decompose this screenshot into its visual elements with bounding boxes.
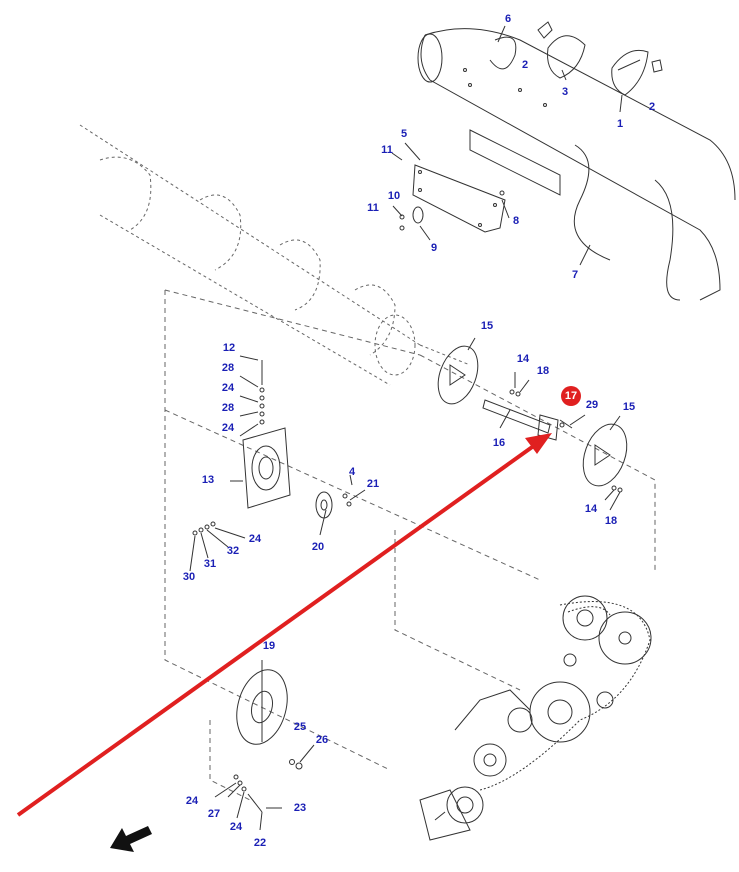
- part-label-22: 22: [253, 837, 267, 849]
- part-label-3: 3: [561, 86, 569, 98]
- upper-auger-tube: [417, 28, 736, 301]
- part-label-2a: 2: [521, 59, 529, 71]
- part-label-30: 30: [182, 571, 196, 583]
- part-label-4: 4: [348, 466, 356, 478]
- part-label-11a: 11: [381, 144, 393, 156]
- drum-19: [236, 669, 288, 745]
- part-label-19: 19: [262, 640, 276, 652]
- bracket-2b: [651, 59, 663, 73]
- part-label-13: 13: [201, 474, 215, 486]
- part-label-15a: 15: [480, 320, 494, 332]
- drum-15-right: [582, 423, 628, 487]
- part-label-10: 10: [387, 190, 401, 202]
- part-label-6: 6: [504, 13, 512, 25]
- pointer-arrow: [16, 433, 552, 817]
- part-label-1: 1: [616, 118, 624, 130]
- part-label-18b: 18: [604, 515, 618, 527]
- part-label-11b: 11: [367, 202, 379, 214]
- part-label-27: 27: [207, 808, 221, 820]
- part-label-18a: 18: [536, 365, 550, 377]
- part-label-29: 29: [585, 399, 599, 411]
- part-label-20: 20: [311, 541, 325, 553]
- part-label-12: 12: [222, 342, 236, 354]
- small-parts-lower: [192, 190, 623, 813]
- part-label-5: 5: [400, 128, 408, 140]
- drive-assembly: [419, 595, 652, 841]
- assembly-outline: [164, 289, 656, 801]
- part-label-24c: 24: [248, 533, 262, 545]
- main-auger: [79, 124, 471, 386]
- hub-20: [315, 491, 333, 519]
- shield-3: [547, 35, 586, 79]
- bolt-stack: [259, 360, 265, 425]
- part-label-31: 31: [203, 558, 217, 570]
- part-label-24b: 24: [221, 422, 235, 434]
- part-label-24e: 24: [229, 821, 243, 833]
- orientation-arrow: [110, 826, 152, 852]
- part-label-7: 7: [571, 269, 579, 281]
- part-label-14b: 14: [584, 503, 598, 515]
- part-label-16: 16: [492, 437, 506, 449]
- leader-lines: [189, 25, 623, 831]
- highlighted-part-badge[interactable]: 17: [561, 386, 581, 406]
- drum-15-left: [437, 345, 479, 405]
- part-label-23: 23: [293, 802, 307, 814]
- part-label-2b: 2: [648, 101, 656, 113]
- cover-plate-5: [412, 164, 506, 233]
- part-label-28b: 28: [221, 402, 235, 414]
- part-label-25: 25: [293, 721, 307, 733]
- part-label-24a: 24: [221, 382, 235, 394]
- shaft-16: [482, 399, 573, 441]
- shield-1: [611, 49, 649, 96]
- part-label-28a: 28: [221, 362, 235, 374]
- bracket-2a: [537, 21, 553, 39]
- part-label-14a: 14: [516, 353, 530, 365]
- part-label-26: 26: [315, 734, 329, 746]
- part-label-32: 32: [226, 545, 240, 557]
- part-label-9: 9: [430, 242, 438, 254]
- part-label-8: 8: [512, 215, 520, 227]
- part-label-21: 21: [366, 478, 380, 490]
- part-label-15b: 15: [622, 401, 636, 413]
- housing-13: [242, 427, 291, 509]
- part-label-24d: 24: [185, 795, 199, 807]
